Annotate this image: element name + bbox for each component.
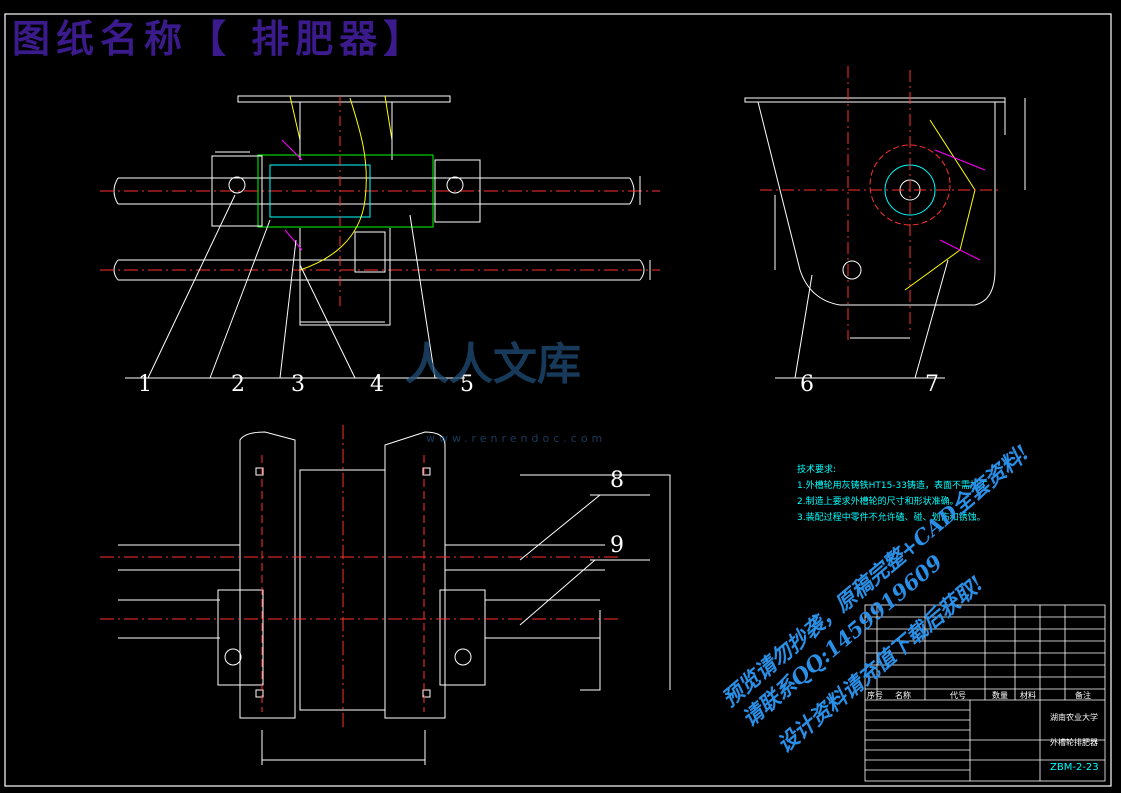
technical-requirements: 技术要求: 1.外槽轮用灰铸铁HT15-33铸造，表面不需加工 2.制造上要求外… xyxy=(797,462,988,526)
callout-8: 8 xyxy=(610,468,624,493)
side-view xyxy=(744,66,1026,379)
watermark-url: www.renrendoc.com xyxy=(426,432,607,445)
drawing-number: ZBM-2-23 xyxy=(1050,762,1099,773)
watermark-logo: 人人文库 xyxy=(405,339,581,390)
col-material: 材料 xyxy=(1020,691,1036,700)
tech-item: 1.外槽轮用灰铸铁HT15-33铸造，表面不需加工 xyxy=(797,481,989,491)
callout-6: 6 xyxy=(800,372,814,397)
tech-item: 3.装配过程中零件不允许磕、碰、划伤和锈蚀。 xyxy=(797,513,986,523)
callout-4: 4 xyxy=(370,372,384,397)
front-section-view xyxy=(100,95,660,379)
col-code: 代号 xyxy=(950,691,966,700)
top-view xyxy=(100,425,671,765)
drawing-border xyxy=(4,13,1112,787)
callout-1: 1 xyxy=(138,372,152,397)
tech-item: 2.制造上要求外槽轮的尺寸和形状准确。 xyxy=(797,497,959,507)
callout-2: 2 xyxy=(231,372,245,397)
callout-9: 9 xyxy=(610,533,624,558)
title-block xyxy=(864,604,1106,782)
col-name: 名称 xyxy=(895,691,911,700)
col-seq: 序号 xyxy=(867,691,883,700)
school-name: 湖南农业大学 xyxy=(1050,713,1098,722)
col-remark: 备注 xyxy=(1075,691,1091,700)
part-name: 外槽轮排肥器 xyxy=(1050,738,1098,747)
drawing-title: 图纸名称【 排肥器】 xyxy=(12,16,428,61)
callout-5: 5 xyxy=(460,372,474,397)
callout-3: 3 xyxy=(291,372,305,397)
callout-7: 7 xyxy=(925,372,939,397)
col-qty: 数量 xyxy=(992,691,1008,700)
tech-heading: 技术要求: xyxy=(797,465,837,475)
